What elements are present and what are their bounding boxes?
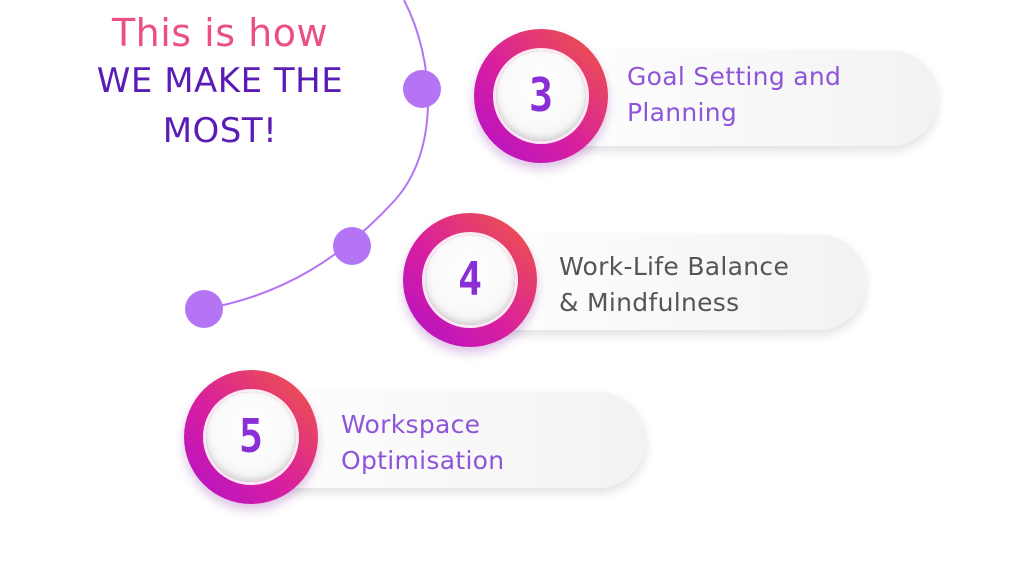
timeline-dot [403,70,441,108]
step-badge-inner: 5 [206,392,296,482]
step-label-3: Goal Setting and Planning [627,59,841,131]
title-line-2: WE MAKE THE [96,61,344,101]
page-title: This is how WE MAKE THE MOST! [60,10,380,156]
step-label-4: Work-Life Balance & Mindfulness [559,249,789,321]
timeline-dot [185,290,223,328]
step-label-line: Work-Life Balance [559,252,790,281]
step-badge-5: 5 [184,370,318,504]
timeline-dot [333,227,371,265]
step-label-line: Goal Setting and [627,62,842,91]
step-label-line: Workspace [341,410,481,439]
step-label-5: Workspace Optimisation [341,407,504,479]
step-number: 4 [457,253,483,307]
step-number: 3 [528,69,554,123]
step-label-line: & Mindfulness [559,288,740,317]
step-number: 5 [238,410,264,464]
step-label-line: Planning [627,98,738,127]
step-label-line: Optimisation [341,446,505,475]
step-badge-inner: 3 [496,51,586,141]
timeline-curve-line [203,0,429,310]
step-badge-4: 4 [403,213,537,347]
title-line-3: MOST! [162,111,278,151]
step-badge-inner: 4 [425,235,515,325]
title-line-1: This is how [111,11,329,55]
step-badge-3: 3 [474,29,608,163]
